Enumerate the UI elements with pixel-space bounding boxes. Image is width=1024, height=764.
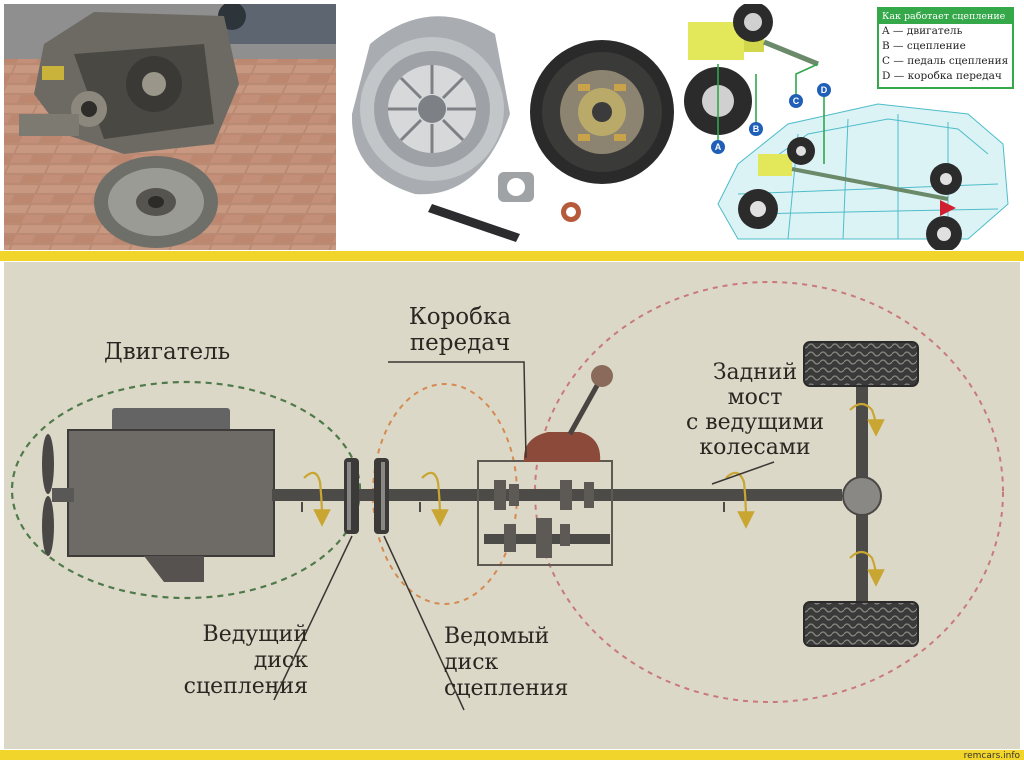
clutch-legend: Как работает сцепление A — двигатель B —… bbox=[877, 7, 1014, 89]
legend-item: D — коробка передач bbox=[882, 70, 1002, 82]
clutch-kit-photo bbox=[340, 4, 674, 250]
marker-b-label: B bbox=[753, 124, 760, 134]
marker-c-label: C bbox=[793, 96, 800, 106]
driven-disc-label: Ведомый диск сцепления bbox=[444, 624, 569, 701]
marker-d-label: D bbox=[821, 85, 828, 95]
divider-stripe bbox=[0, 251, 1024, 261]
car-clutch-schematic: A B C D Как работает сцепление A — двига… bbox=[678, 4, 1020, 250]
marker-a-label: A bbox=[715, 142, 722, 152]
divider-stripe bbox=[0, 750, 1024, 760]
gearbox-label: Коробка передач bbox=[408, 304, 512, 356]
watermark: remcars.info bbox=[963, 751, 1020, 761]
legend-title: Как работает сцепление bbox=[879, 9, 1012, 24]
marker-a bbox=[711, 140, 725, 154]
rear-axle-label: Задний мост с ведущими колесами bbox=[685, 360, 825, 460]
legend-item: A — двигатель bbox=[882, 25, 963, 37]
driving-disc-label: Ведущий диск сцепления bbox=[183, 622, 308, 699]
marker-c bbox=[789, 94, 803, 108]
gearbox-photo bbox=[4, 4, 336, 250]
marker-d bbox=[817, 83, 831, 97]
legend-item: B — сцепление bbox=[882, 40, 966, 52]
legend-item: C — педаль сцепления bbox=[882, 55, 1009, 67]
marker-b bbox=[749, 122, 763, 136]
drivetrain-diagram: Двигатель Коробка передач Задний мост с … bbox=[4, 262, 1020, 749]
engine-label: Двигатель bbox=[104, 339, 231, 365]
